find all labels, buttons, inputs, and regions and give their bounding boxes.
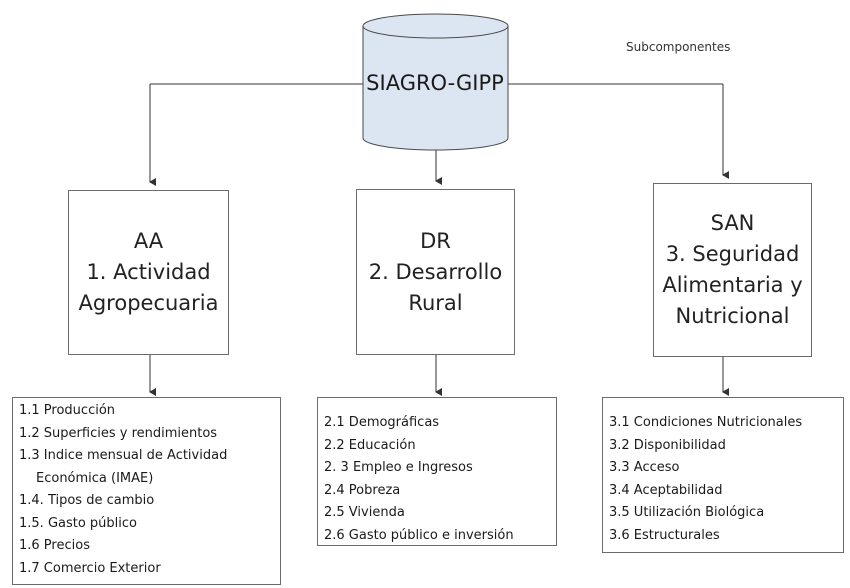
component-line: Agropecuaria [78,291,219,315]
database-label: SIAGRO-GIPP [366,71,504,95]
list-item: 1.3 Indice mensual de Actividad [19,448,228,463]
list-item: 3.3 Acceso [609,460,680,475]
component-line: 2. Desarrollo [368,259,503,284]
list-item: 1.7 Comercio Exterior [19,560,161,576]
component-line: 3. Seguridad [665,242,800,266]
subcomponents-label: Subcomponentes [626,40,731,54]
list-item: 3.5 Utilización Biológica [609,505,765,520]
list-item: 2.5 Vivienda [324,505,405,520]
list-item: 1.4. Tipos de cambio [19,493,155,508]
subcomponent-list-dr: 2.1 Demográficas 2.2 Educación 2. 3 Empl… [317,397,557,546]
component-box-san: SAN 3. Seguridad Alimentaria y Nutricion… [653,183,812,357]
list-item: 2.2 Educación [324,437,416,453]
list-item: 3.1 Condiciones Nutricionales [609,415,803,430]
subcomponent-list-aa: 1.1 Producción 1.2 Superficies y rendimi… [12,397,281,585]
list-item: 3.6 Estructurales [609,527,720,543]
component-line: Nutricional [675,304,790,328]
subcomponent-list-san: 3.1 Condiciones Nutricionales 3.2 Dispon… [602,397,844,553]
component-box-aa: AA 1. Actividad Agropecuaria [68,190,229,355]
list-item: 1.1 Producción [19,403,116,418]
list-item: 2. 3 Empleo e Ingresos [324,460,473,475]
list-item: 3.4 Aceptabilidad [609,482,723,498]
list-item: 2.1 Demográficas [324,415,440,430]
list-item: Económica (IMAE) [36,470,154,486]
list-item: 1.6 Precios [19,538,90,553]
component-box-dr: DR 2. Desarrollo Rural [356,189,515,355]
database-cylinder-icon [362,13,509,151]
component-line: Rural [408,290,463,315]
component-line: AA [133,229,164,253]
list-item: 1.2 Superficies y rendimientos [19,425,218,441]
component-line: DR [420,228,451,253]
list-item: 3.2 Disponibilidad [609,437,726,453]
list-item: 1.5. Gasto público [19,515,138,531]
list-item: 2.4 Pobreza [324,482,401,498]
list-item: 2.6 Gasto público e inversión [324,527,514,543]
component-line: Alimentaria y [662,273,803,297]
component-line: 1. Actividad [86,260,211,284]
component-line: SAN [710,211,755,235]
